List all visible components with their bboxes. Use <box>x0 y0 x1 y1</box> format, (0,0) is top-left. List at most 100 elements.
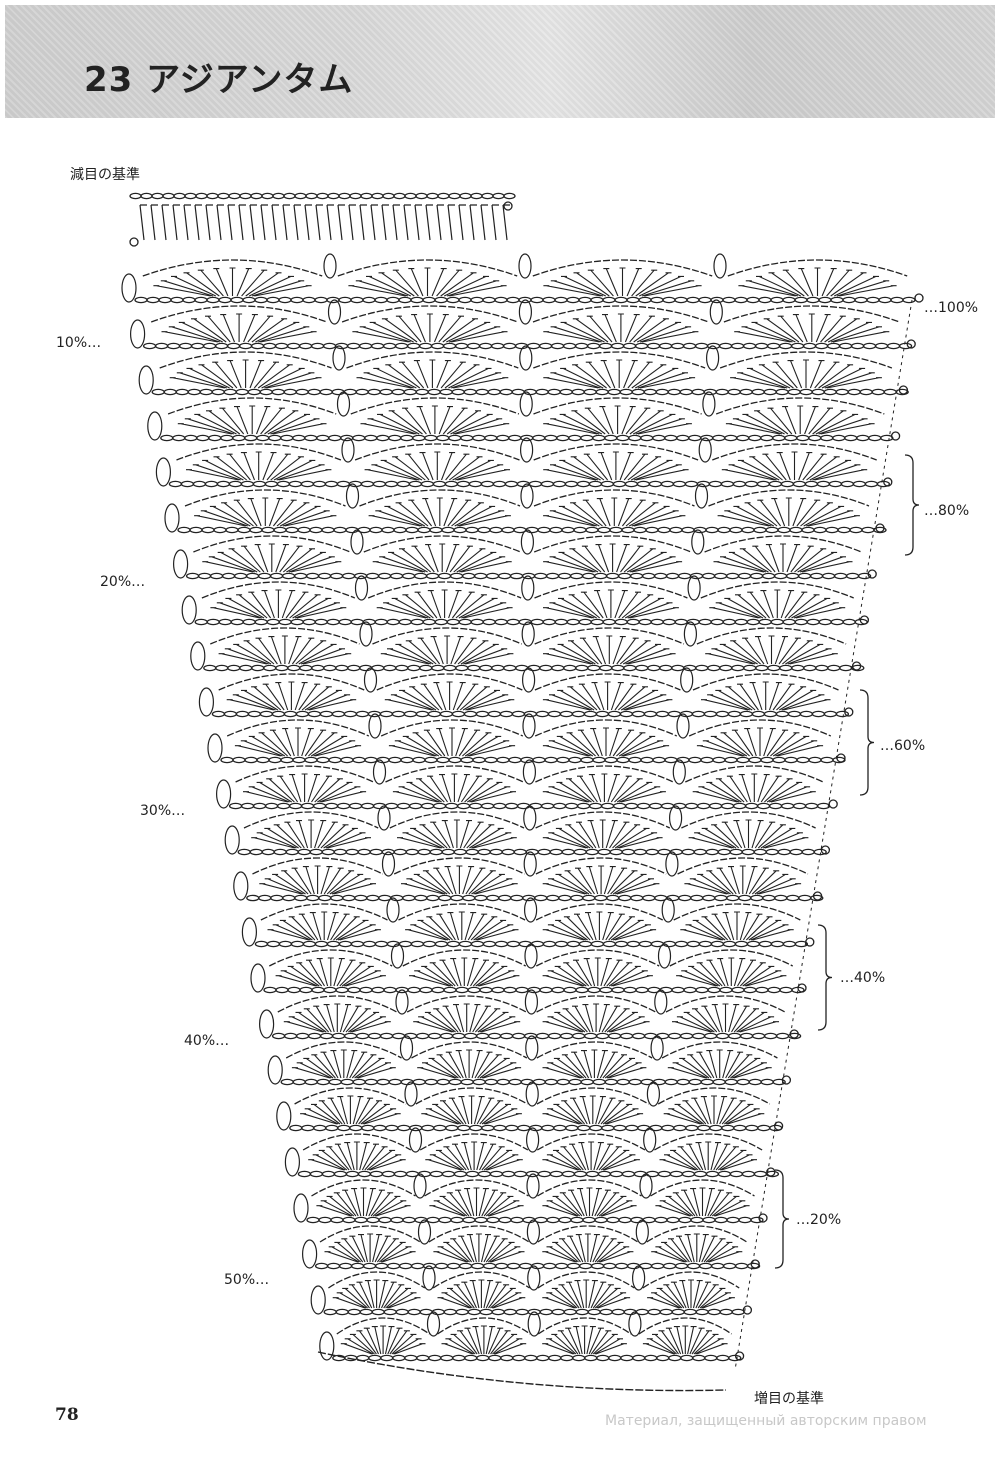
chain-arch <box>681 811 816 829</box>
stitch-fan <box>380 635 514 665</box>
stitch-fan <box>667 1049 772 1079</box>
chain-arch <box>285 1041 402 1059</box>
picot-loop <box>654 989 668 1015</box>
chain-row <box>314 1262 761 1270</box>
chain-arch <box>437 1317 531 1335</box>
left-marker-50: 50%… <box>224 1272 270 1288</box>
edge-loop-left <box>310 1285 326 1315</box>
chain-arch <box>535 811 671 829</box>
stitch-fan <box>153 267 312 297</box>
chain-row <box>271 1032 802 1040</box>
stitch-fan <box>542 1233 634 1263</box>
chain-arch <box>428 1225 530 1243</box>
chain-arch <box>415 1087 528 1105</box>
edge-loop-left <box>147 411 163 441</box>
left-marker-20: 20%… <box>100 574 146 590</box>
left-marker-10: 10%… <box>56 335 102 351</box>
chain-arch <box>536 1087 649 1105</box>
picot-loop <box>381 851 396 877</box>
chain-arch <box>142 259 323 277</box>
chain-arch <box>665 995 786 1013</box>
chain-row <box>177 526 887 534</box>
picot-loop <box>345 483 360 509</box>
chain-arch <box>411 1041 528 1059</box>
picot-loop <box>525 1035 539 1061</box>
chain-arch <box>354 443 520 461</box>
chain-arch <box>661 1041 778 1059</box>
stitch-fan <box>663 1095 765 1125</box>
stitch-fan <box>291 1049 396 1079</box>
picot-loop <box>417 1219 432 1245</box>
picot-loop <box>646 1081 661 1107</box>
edge-loop-right <box>890 431 901 441</box>
chain-arch <box>723 305 900 323</box>
picot-loop <box>426 1311 441 1337</box>
stitch-fan <box>543 497 686 527</box>
stitch-fan <box>647 1279 735 1309</box>
chain-row <box>246 894 824 902</box>
stitch-fan <box>734 313 890 343</box>
edge-loop-right <box>750 1259 760 1269</box>
picot-loop <box>691 529 705 555</box>
stitch-fan <box>543 405 692 435</box>
chain-arch <box>260 903 388 921</box>
chain-arch <box>535 857 667 875</box>
edge-loop-left <box>173 549 189 579</box>
picot-loop <box>524 989 539 1015</box>
picot-loop <box>650 1035 664 1061</box>
edge-loop-right <box>758 1213 768 1223</box>
picot-loop <box>372 759 387 785</box>
picot-loop <box>350 529 364 555</box>
stitch-fan <box>243 773 367 803</box>
edge-loop-right <box>828 799 838 809</box>
stitch-fan <box>332 1279 421 1309</box>
stitch-fan <box>392 773 516 803</box>
stitch-fan <box>688 819 809 849</box>
edge-loop-left <box>233 871 249 901</box>
stitch-fan <box>542 1187 637 1217</box>
chain-row <box>168 480 891 488</box>
chain-arch <box>533 443 699 461</box>
edge-loop-left <box>319 1331 335 1361</box>
stitch-fan <box>316 1187 411 1217</box>
stitch-fan <box>397 819 517 849</box>
stitch-fan <box>721 451 868 481</box>
chain-arch <box>534 673 681 691</box>
chain-arch <box>719 351 893 369</box>
chain-arch <box>336 1317 430 1335</box>
stitch-fan <box>308 1141 406 1171</box>
edge-loop-right <box>844 707 854 717</box>
chain-arch <box>319 1225 421 1243</box>
picot-loop <box>676 713 690 739</box>
edge-loop-left <box>190 641 206 671</box>
edge-loop-right <box>836 753 846 763</box>
edge-loop-left <box>181 595 197 625</box>
chain-row <box>134 296 916 304</box>
picot-loop <box>668 805 683 831</box>
picot-loop <box>523 897 538 923</box>
stitch-fan <box>543 313 699 343</box>
stitch-fan <box>267 911 381 941</box>
picot-loop <box>661 897 675 923</box>
picot-loop <box>643 1127 657 1153</box>
picot-loop <box>518 253 532 279</box>
chain-arch <box>692 673 839 691</box>
picot-loop <box>631 1265 646 1291</box>
chain-arch <box>534 581 688 599</box>
picot-loop <box>524 943 538 969</box>
stitch-fan <box>409 957 520 987</box>
edge-loop-right <box>805 937 815 947</box>
chain-arch <box>359 489 521 507</box>
picot-loop <box>639 1173 653 1199</box>
stitch-fan <box>713 543 853 573</box>
stitch-fan <box>421 1095 522 1125</box>
stitch-fan <box>161 313 317 343</box>
chain-arch <box>696 627 847 645</box>
edge-loop-right <box>766 1167 776 1177</box>
chain-arch <box>536 1133 646 1151</box>
chain-arch <box>252 857 384 875</box>
chain-arch <box>341 305 519 323</box>
picot-loop <box>526 1173 540 1199</box>
edge-loop-left <box>164 503 180 533</box>
edge-loop-left <box>259 1009 275 1039</box>
